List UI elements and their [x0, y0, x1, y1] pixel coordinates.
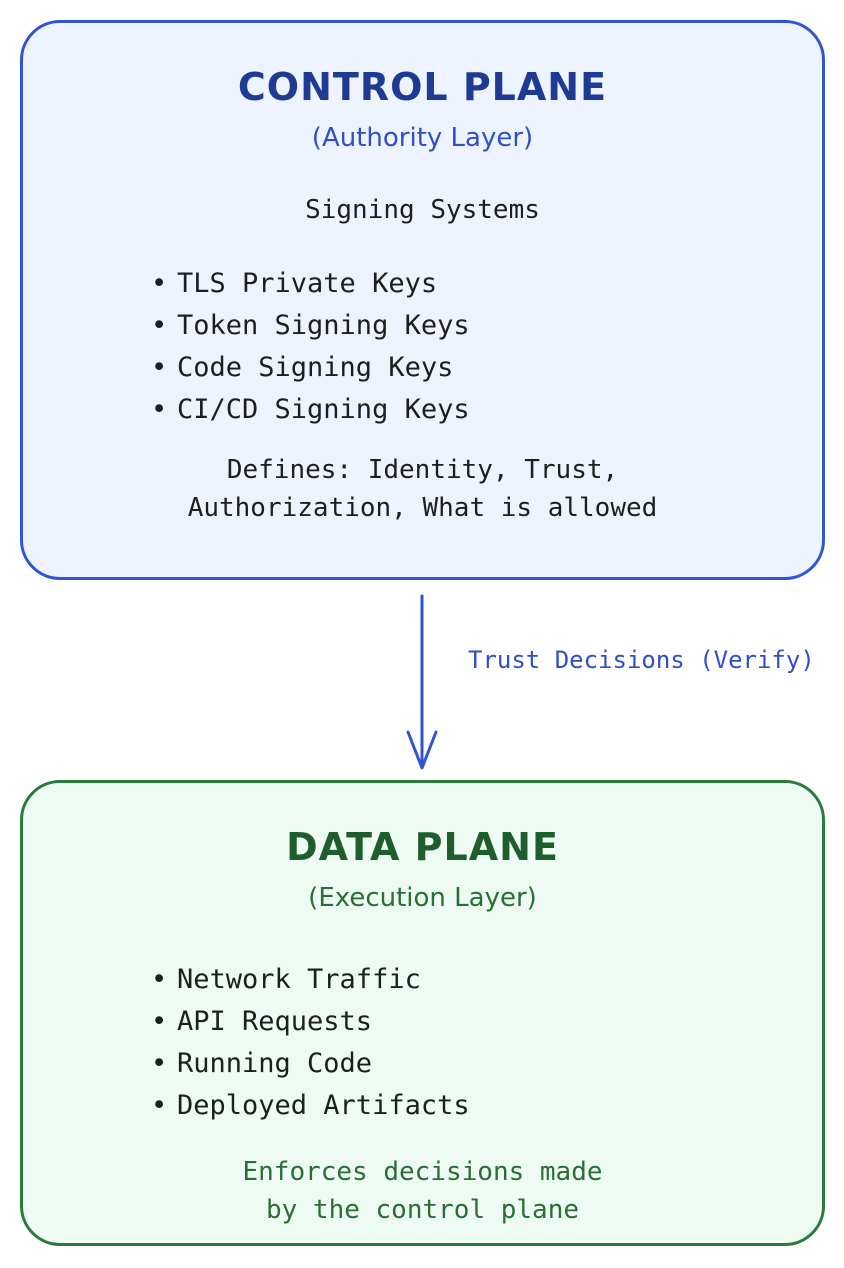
list-item-label: CI/CD Signing Keys: [177, 394, 470, 425]
control-plane-note-line1: Defines: Identity, Trust,: [226, 455, 619, 485]
data-plane-note-line1: Enforces decisions made: [242, 1157, 603, 1187]
list-item: • Running Code: [151, 1043, 470, 1085]
data-plane-box: DATA PLANE (Execution Layer) • Network Tr…: [20, 780, 825, 1246]
control-plane-note: Defines: Identity, Trust, Authorization,…: [23, 451, 822, 527]
list-item-label: TLS Private Keys: [177, 268, 438, 299]
bullet-icon: •: [151, 268, 168, 299]
list-item: • Code Signing Keys: [151, 347, 470, 389]
bullet-icon: •: [151, 352, 168, 383]
list-item: • Deployed Artifacts: [151, 1085, 470, 1127]
data-plane-title: DATA PLANE: [286, 825, 559, 869]
list-item-label: Deployed Artifacts: [177, 1090, 470, 1121]
list-item: • API Requests: [151, 1001, 470, 1043]
data-plane-list: • Network Traffic • API Requests • Running …: [151, 959, 470, 1127]
data-plane-subtitle: (Execution Layer): [308, 883, 537, 913]
bullet-icon: •: [151, 1090, 168, 1121]
data-plane-note-line2: by the control plane: [265, 1195, 580, 1225]
trust-decisions-label: Trust Decisions (Verify): [468, 646, 815, 674]
signing-systems-heading: Signing Systems: [305, 195, 540, 225]
bullet-icon: •: [151, 394, 168, 425]
list-item-label: Token Signing Keys: [177, 310, 470, 341]
list-item-label: Code Signing Keys: [177, 352, 454, 383]
down-arrow-icon: [406, 594, 438, 770]
control-plane-list: • TLS Private Keys • Token Signing Keys • C…: [151, 263, 470, 431]
list-item-label: Running Code: [177, 1048, 373, 1079]
control-plane-box: CONTROL PLANE (Authority Layer) Signing …: [20, 20, 825, 580]
data-plane-note: Enforces decisions made by the control p…: [23, 1153, 822, 1229]
list-item: • CI/CD Signing Keys: [151, 389, 470, 431]
bullet-icon: •: [151, 1006, 168, 1037]
control-plane-subtitle: (Authority Layer): [311, 123, 534, 153]
list-item-label: Network Traffic: [177, 964, 421, 995]
list-item: • Network Traffic: [151, 959, 470, 1001]
bullet-icon: •: [151, 1048, 168, 1079]
control-plane-title: CONTROL PLANE: [237, 65, 608, 109]
control-plane-note-line2: Authorization, What is allowed: [187, 493, 658, 523]
bullet-icon: •: [151, 310, 168, 341]
list-item-label: API Requests: [177, 1006, 373, 1037]
bullet-icon: •: [151, 964, 168, 995]
list-item: • TLS Private Keys: [151, 263, 470, 305]
list-item: • Token Signing Keys: [151, 305, 470, 347]
